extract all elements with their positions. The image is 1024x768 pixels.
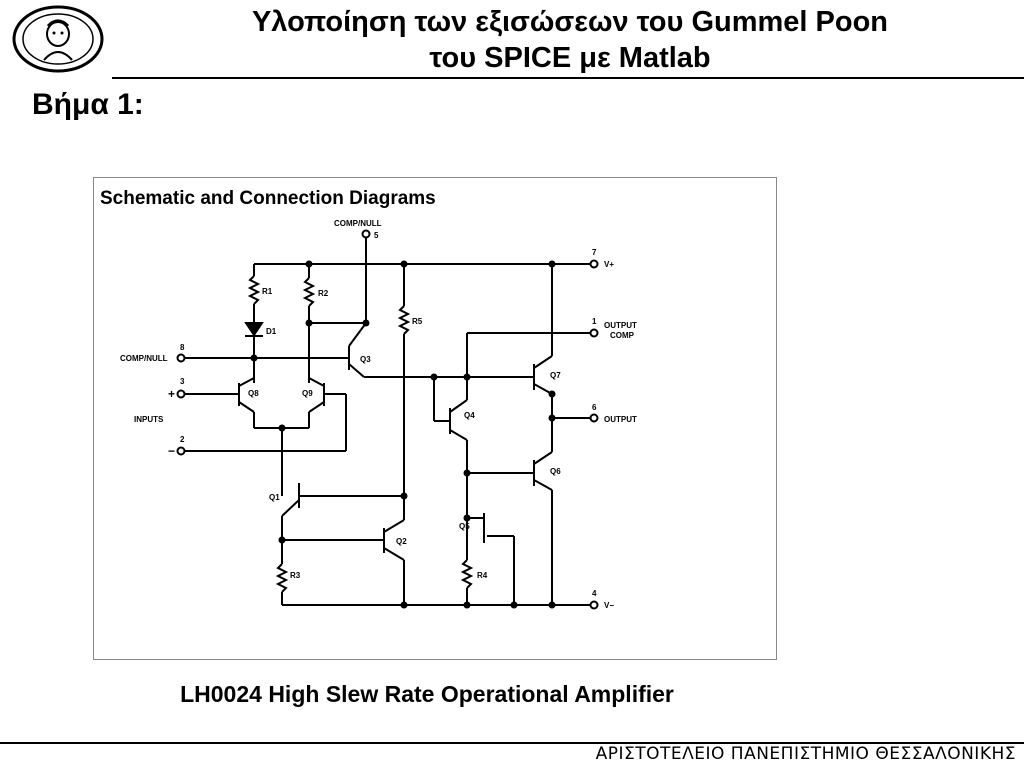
label-q2: Q2: [396, 537, 407, 546]
schematic-wires: [184, 238, 591, 606]
footer-divider: [0, 742, 1024, 744]
pin-number-8: 8: [180, 343, 185, 352]
university-seal-icon: [8, 4, 108, 74]
schematic-svg: Schematic and Connection Diagrams: [100, 188, 637, 610]
pin-number-4: 4: [592, 589, 597, 598]
schematic-title: Schematic and Connection Diagrams: [100, 188, 436, 209]
pin-label-plus: +: [168, 387, 175, 401]
label-q9: Q9: [302, 389, 313, 398]
label-r4: R4: [477, 571, 488, 580]
label-q1: Q1: [269, 493, 280, 502]
pin-label-vminus: V−: [604, 601, 614, 610]
label-q7: Q7: [550, 371, 561, 380]
pin-number-7: 7: [592, 248, 597, 257]
pin-label-minus: −: [168, 444, 175, 458]
pin-markers: [176, 229, 599, 610]
pin-number-6: 6: [592, 403, 597, 412]
label-q8: Q8: [248, 389, 259, 398]
label-r3: R3: [290, 571, 301, 580]
title-line-2: του SPICE με Matlab: [429, 42, 711, 74]
footer-university: ΑΡΙΣΤΟΤΕΛΕΙΟ ΠΑΝΕΠΙΣΤΗΜΙΟ ΘΕΣΣΑΛΟΝΙΚΗΣ: [595, 744, 1016, 764]
pin-label-output-comp-1: OUTPUT: [604, 321, 637, 330]
label-q4: Q4: [464, 411, 475, 420]
junction-dots: [250, 260, 556, 609]
pin-label-comp-null-top: COMP/NULL: [334, 219, 382, 228]
label-r2: R2: [318, 289, 329, 298]
title-divider: [112, 77, 1024, 79]
label-d1: D1: [266, 327, 277, 336]
pin-number-1: 1: [592, 317, 597, 326]
step-label: Βήμα 1:: [32, 88, 144, 121]
pin-number-2: 2: [180, 435, 185, 444]
pin-label-vplus: V+: [604, 260, 614, 269]
label-q5: Q5: [459, 522, 470, 531]
label-q6: Q6: [550, 467, 561, 476]
pin-number-3: 3: [180, 377, 185, 386]
page-title: Υλοποίηση των εξισώσεων του Gummel Poon …: [140, 4, 1000, 76]
pin-label-output: OUTPUT: [604, 415, 637, 424]
title-line-1: Υλοποίηση των εξισώσεων του Gummel Poon: [251, 6, 889, 38]
pin-label-comp-null-left: COMP/NULL: [120, 354, 168, 363]
label-q3: Q3: [360, 355, 371, 364]
figure-caption: LH0024 High Slew Rate Operational Amplif…: [180, 681, 674, 707]
label-r5: R5: [412, 317, 423, 326]
pin-label-output-comp-2: COMP: [610, 331, 635, 340]
label-r1: R1: [262, 287, 273, 296]
schematic-figure: Schematic and Connection Diagrams: [93, 177, 777, 660]
pin-number-5: 5: [374, 231, 379, 240]
pin-label-inputs: INPUTS: [134, 415, 164, 424]
